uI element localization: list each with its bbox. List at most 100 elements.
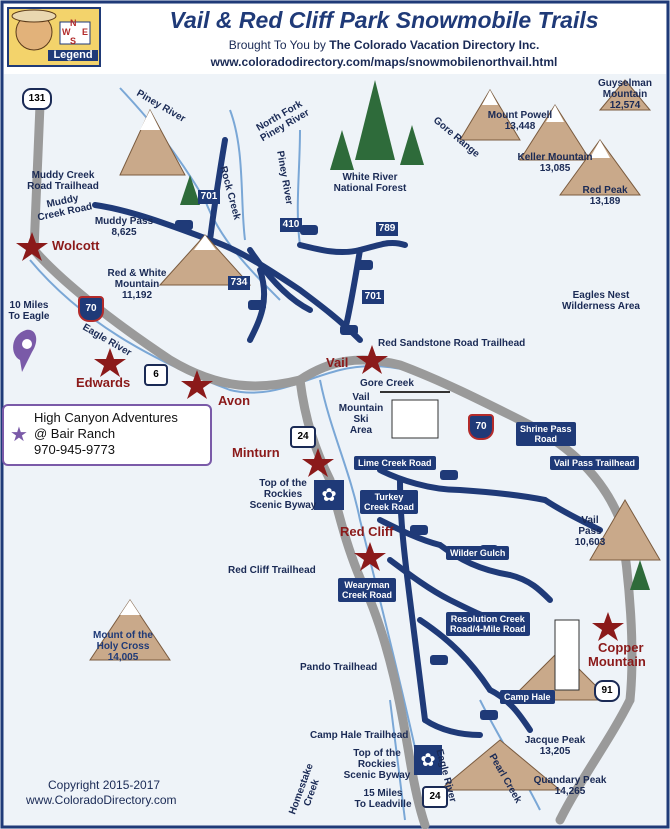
peak-muddy-pass-elev: 8,625	[111, 227, 137, 238]
peak-red-white-name2: Mountain	[114, 279, 160, 290]
peak-keller-elev: 13,085	[539, 163, 571, 174]
business-name: High Canyon Adventures	[34, 410, 178, 425]
peak-red: Red Peak 13,189	[570, 185, 640, 207]
peak-quandary: Quandary Peak 14,265	[520, 775, 620, 797]
label-eagles-nest: Eagles Nest Wilderness Area	[556, 290, 646, 312]
tag-resolution: Resolution Creek Road/4-Mile Road	[446, 612, 530, 636]
town-wolcott: Wolcott	[52, 238, 100, 253]
subtitle-brand: The Colorado Vacation Directory Inc.	[329, 38, 540, 52]
label-white-river: White River National Forest	[325, 172, 415, 194]
svg-text:✿: ✿	[321, 485, 336, 506]
label-byway-2-l1: Top of the	[353, 748, 401, 759]
chairlift-icon	[380, 391, 580, 691]
label-eagles-nest-2: Wilderness Area	[562, 301, 640, 312]
compass-s: S	[70, 36, 77, 46]
peak-vail-pass-elev: 10,603	[574, 537, 606, 548]
label-byway-2-l2: Rockies	[357, 759, 397, 770]
legend-label[interactable]: Legend	[48, 50, 98, 61]
peak-holy-cross-elev: 14,005	[107, 652, 139, 663]
peak-guyselman-name1: Guyselman	[598, 78, 652, 89]
trail-lines	[92, 137, 603, 738]
tag-resolution-1: Resolution Creek	[450, 614, 525, 624]
label-vail-ski-area: Vail Mountain Ski Area	[336, 392, 386, 436]
peak-vail-pass-name2: Pass	[578, 526, 602, 537]
tag-turkey-creek: Turkey Creek Road	[360, 490, 419, 514]
peak-quandary-name: Quandary Peak	[533, 775, 607, 786]
label-leadville-1: 15 Miles	[363, 788, 403, 799]
peak-powell-name: Mount Powell	[487, 110, 553, 121]
tag-wearyman-1: Wearyman	[344, 580, 390, 590]
label-muddy-creek-th: Muddy Creek Road Trailhead	[18, 170, 108, 192]
label-vail-ski-1: Vail	[352, 392, 370, 403]
tag-turkey-creek-1: Turkey	[374, 492, 404, 502]
label-muddy-creek-th-1: Muddy Creek	[31, 170, 95, 181]
town-vail: Vail	[326, 355, 349, 370]
label-red-sandstone: Red Sandstone Road Trailhead	[378, 338, 526, 349]
label-red-cliff-th: Red Cliff Trailhead	[228, 565, 316, 576]
town-red-cliff: Red Cliff	[340, 524, 394, 539]
label-vail-ski-2: Mountain	[338, 403, 384, 414]
copyright-url[interactable]: www.ColoradoDirectory.com	[26, 793, 177, 807]
shield-701-b: 701	[362, 290, 384, 304]
label-byway-1-l3: Scenic Byway	[249, 500, 317, 511]
shield-410: 410	[280, 218, 302, 232]
compass-e: E	[82, 27, 89, 37]
label-gore-creek: Gore Creek	[360, 378, 414, 389]
shield-734: 734	[228, 276, 250, 290]
peak-vail-pass: Vail Pass 10,603	[560, 515, 620, 548]
tag-camp-hale: Camp Hale	[500, 690, 555, 704]
svg-text:✿: ✿	[420, 750, 435, 771]
shield-24-b: 24	[422, 786, 448, 808]
mountain-drawings	[89, 79, 661, 791]
label-pando-th: Pando Trailhead	[300, 662, 378, 673]
shield-6: 6	[144, 364, 168, 386]
label-leadville: 15 Miles To Leadville	[348, 788, 418, 810]
label-ten-miles-2: To Eagle	[8, 311, 50, 322]
label-ten-miles-1: 10 Miles	[9, 300, 49, 311]
business-phone[interactable]: 970-945-9773	[34, 442, 115, 457]
tag-turkey-creek-2: Creek Road	[364, 502, 415, 512]
label-eagles-nest-1: Eagles Nest	[572, 290, 630, 301]
label-vail-ski-4: Area	[349, 425, 373, 436]
business-star-icon: ★	[10, 422, 28, 446]
tag-wearyman-2: Creek Road	[342, 590, 393, 600]
peak-jacque: Jacque Peak 13,205	[515, 735, 595, 757]
page-subtitle: Brought To You by The Colorado Vacation …	[104, 38, 664, 52]
label-byway-1-l2: Rockies	[263, 489, 303, 500]
shield-789: 789	[376, 222, 398, 236]
peak-vail-pass-name: Vail	[581, 515, 599, 526]
tag-wilder-gulch: Wilder Gulch	[446, 546, 510, 560]
shield-i70-a: 70	[78, 296, 104, 322]
tag-lime-creek: Lime Creek Road	[354, 456, 436, 470]
tag-shrine-pass-1: Shrine Pass	[520, 424, 572, 434]
tag-vail-pass-th: Vail Pass Trailhead	[550, 456, 640, 470]
peak-red-white-elev: 11,192	[121, 290, 153, 301]
business-callout[interactable]: ★ High Canyon Adventures @ Bair Ranch 97…	[2, 404, 212, 466]
label-byway-2: Top of the Rockies Scenic Byway	[342, 748, 412, 781]
tag-shrine-pass-2: Road	[534, 434, 558, 444]
compass-w: W	[62, 27, 71, 37]
shield-i70-b: 70	[468, 414, 494, 440]
shield-24-a: 24	[290, 426, 316, 448]
label-byway-1-l1: Top of the	[259, 478, 307, 489]
peak-powell: Mount Powell 13,448	[475, 110, 565, 132]
town-avon: Avon	[218, 393, 251, 408]
peak-guyselman-name2: Mountain	[602, 89, 648, 100]
compass-n: N	[70, 18, 77, 28]
town-minturn: Minturn	[232, 445, 280, 460]
peak-quandary-elev: 14,265	[554, 786, 586, 797]
peak-red-elev: 13,189	[589, 196, 621, 207]
peak-muddy-pass: Muddy Pass 8,625	[84, 216, 164, 238]
label-white-river-1: White River	[342, 172, 398, 183]
label-muddy-creek-th-2: Road Trailhead	[27, 181, 99, 192]
copyright: Copyright 2015-2017	[48, 778, 161, 792]
shield-91: 91	[594, 680, 620, 702]
byway-flower-icons: ✿ ✿	[314, 480, 442, 775]
peak-holy-cross-name2: Holy Cross	[96, 641, 150, 652]
tag-resolution-2: Road/4-Mile Road	[450, 624, 526, 634]
label-white-river-2: National Forest	[333, 183, 407, 194]
tree-drawings	[180, 80, 650, 590]
page-url[interactable]: www.coloradodirectory.com/maps/snowmobil…	[210, 55, 558, 69]
peak-red-white-name: Red & White	[107, 268, 167, 279]
